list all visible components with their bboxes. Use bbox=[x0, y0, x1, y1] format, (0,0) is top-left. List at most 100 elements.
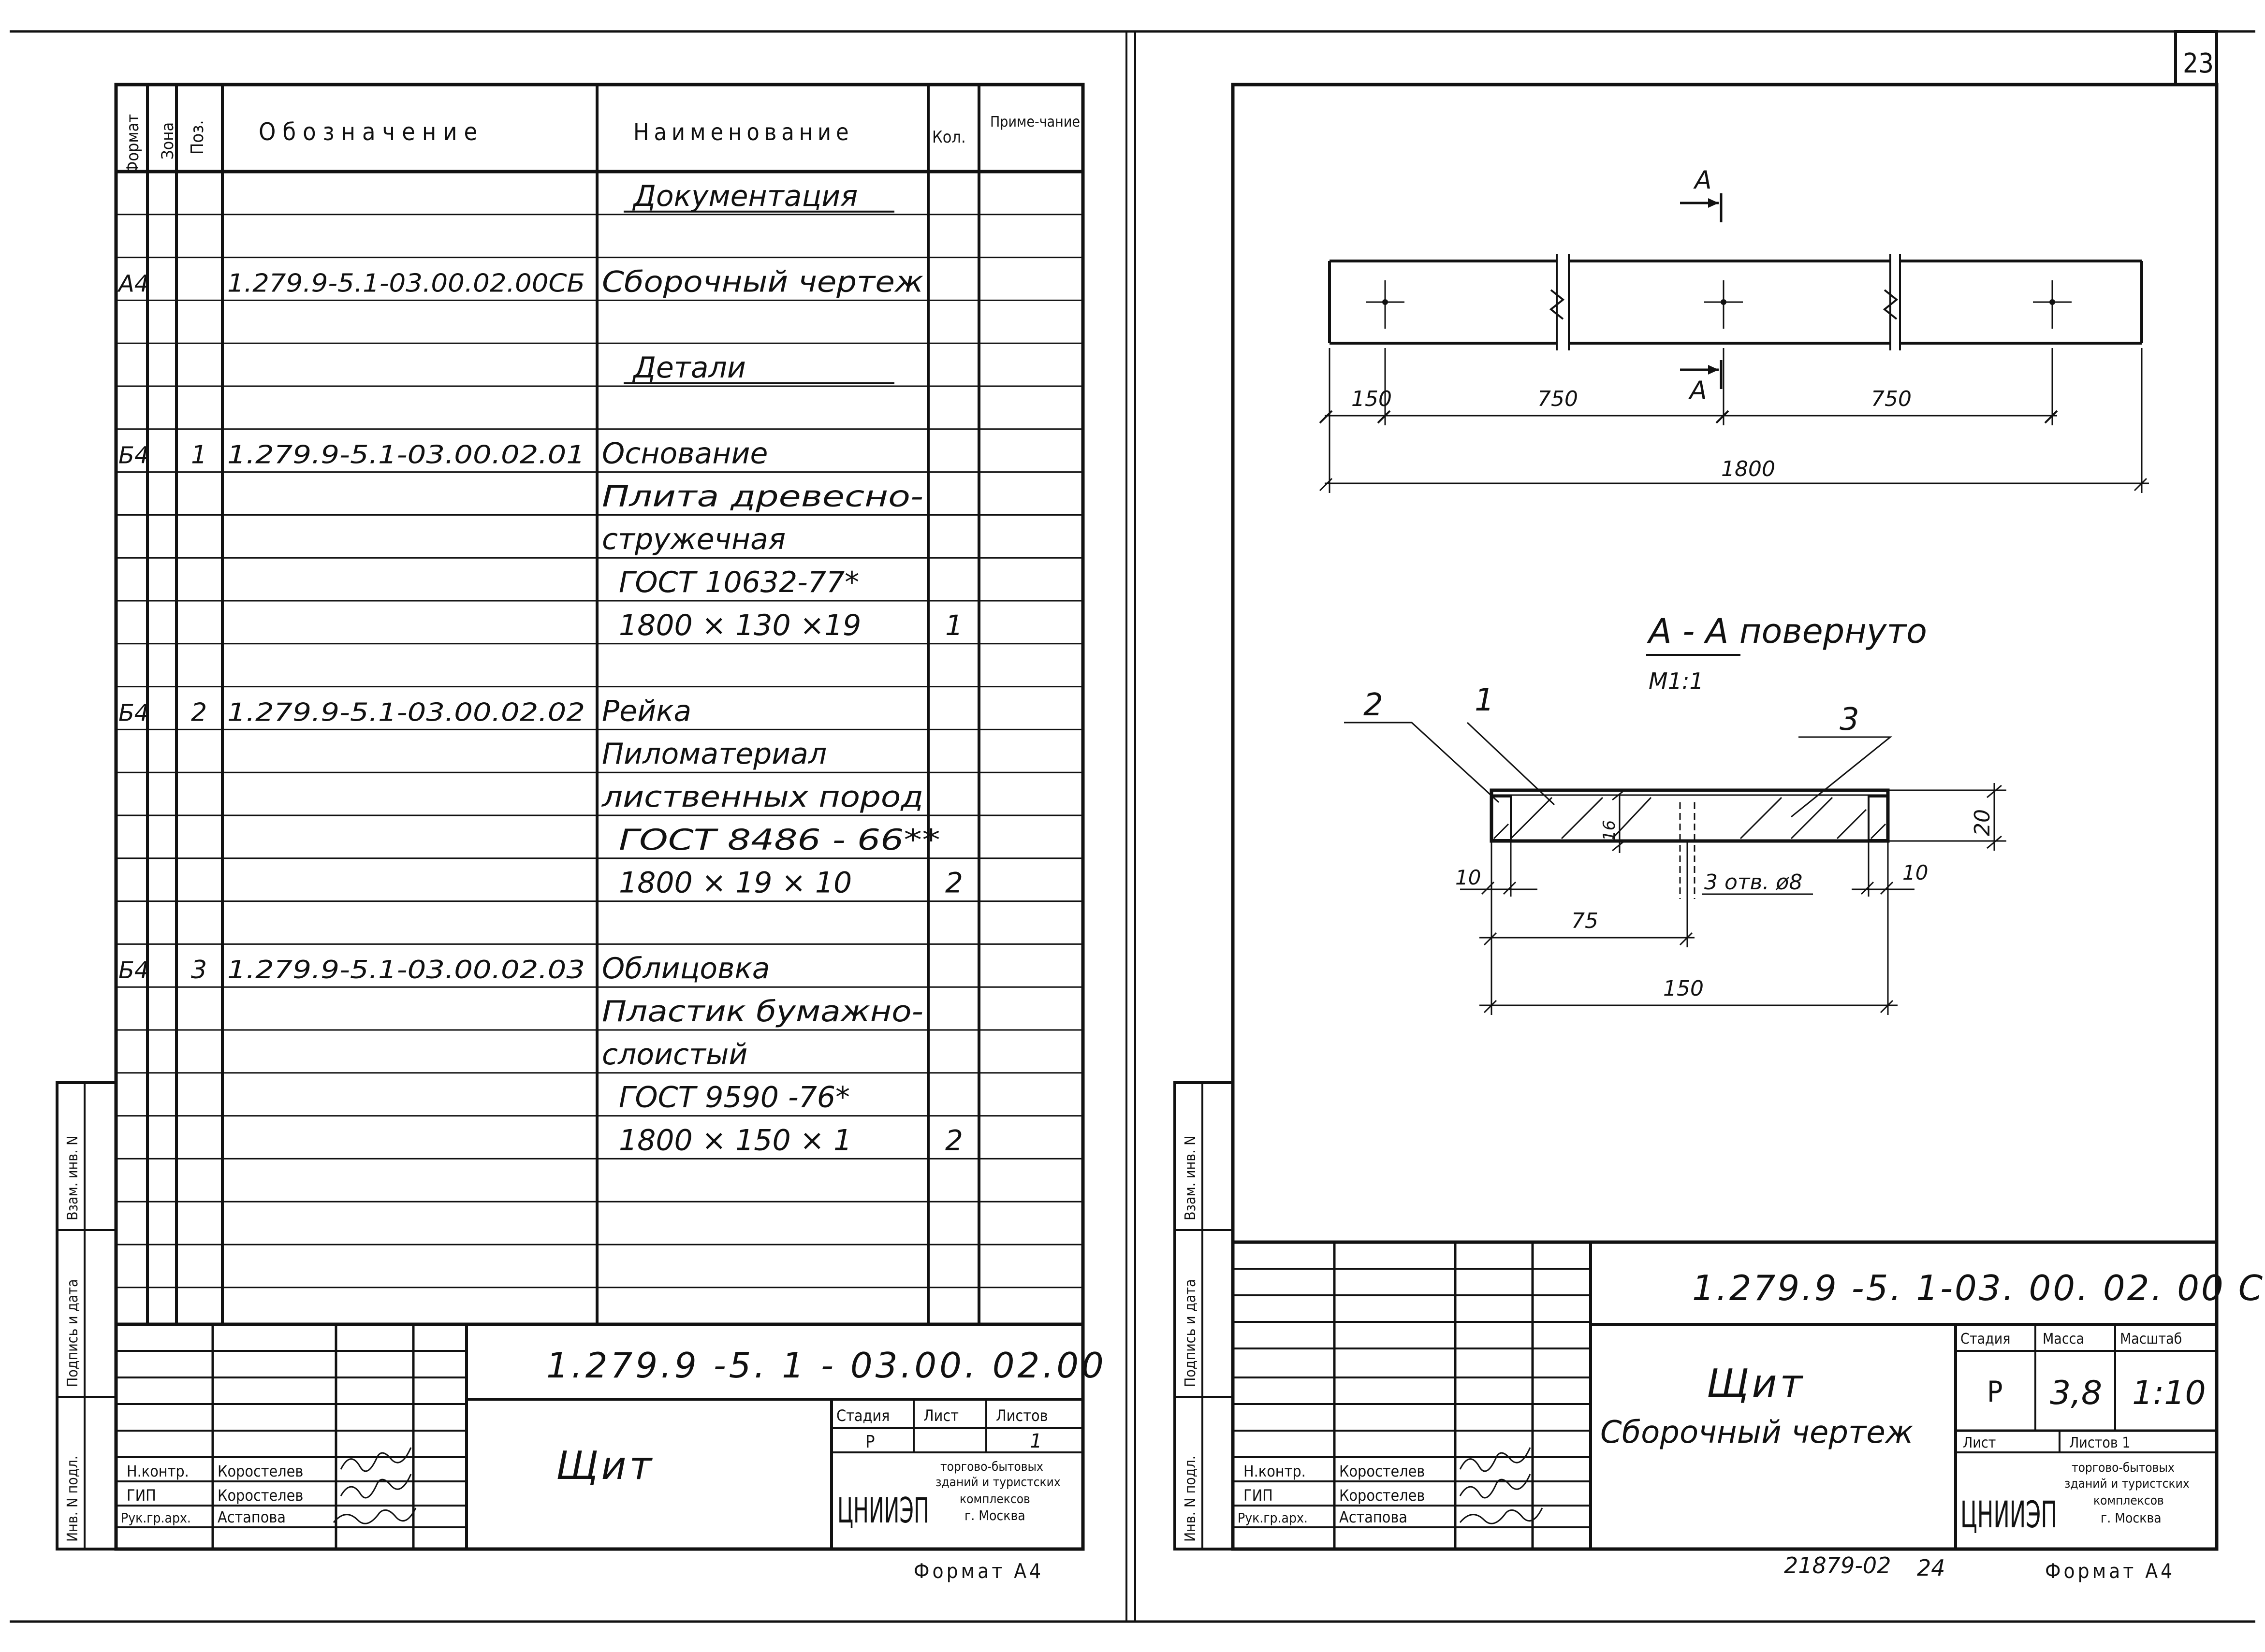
header-designation: Обозначение bbox=[259, 118, 484, 146]
right-mass-label: Масса bbox=[2043, 1331, 2084, 1348]
signature-scribble bbox=[1459, 1447, 1531, 1472]
spec-row-pos: 2 bbox=[191, 698, 207, 727]
right-scale-value: 1:10 bbox=[2132, 1374, 2206, 1412]
callout-2: 2 bbox=[1363, 687, 1383, 723]
spec-row-name: ГОСТ 9590 -76* bbox=[619, 1081, 850, 1115]
left-format-label: Формат А4 bbox=[914, 1559, 1044, 1583]
right-signer-role-1: Н.контр. bbox=[1243, 1462, 1306, 1480]
dim-top-750-b: 750 bbox=[1871, 387, 1912, 411]
left-side-label-inv: Инв. N подл. bbox=[64, 1456, 81, 1542]
dim-left-edge-10: 10 bbox=[1455, 866, 1481, 889]
spec-section-title: Детали bbox=[632, 351, 746, 385]
left-sheets-value: 1 bbox=[1030, 1430, 1042, 1452]
section-a-a: А - А повернуто М1:1 2 1 3 20 16 bbox=[1344, 611, 2006, 1015]
left-signer-name-1: Коростелев bbox=[218, 1462, 303, 1480]
right-signer-role-2: ГИП bbox=[1243, 1486, 1273, 1505]
dim-height-20: 20 bbox=[1970, 809, 1995, 836]
left-title-designation: 1.279.9 -5. 1 - 03.00. 02.00 bbox=[546, 1345, 1107, 1386]
dim-top-750-a: 750 bbox=[1537, 387, 1578, 411]
spec-row-qty: 2 bbox=[945, 1124, 963, 1157]
callout-3: 3 bbox=[1840, 702, 1859, 738]
signature-scribble bbox=[1459, 1507, 1543, 1524]
header-zone: Зона bbox=[158, 122, 177, 159]
right-org-line-2: зданий и туристских bbox=[2064, 1477, 2190, 1491]
right-org-line-3: комплексов bbox=[2093, 1493, 2164, 1508]
right-title-block: 1.279.9 -5. 1-03. 00. 02. 00 СБ Щит Сбор… bbox=[1233, 1240, 2265, 1549]
spec-row-designation: 1.279.9-5.1-03.00.02.00СБ bbox=[227, 269, 585, 298]
left-stage-label: Стадия bbox=[836, 1406, 890, 1425]
bottom-code: 21879-02 bbox=[1784, 1552, 1891, 1579]
header-name: Наименование bbox=[633, 119, 854, 146]
spec-row-name: Плита древесно- bbox=[602, 479, 923, 513]
spec-row-name: лиственных пород bbox=[601, 780, 923, 814]
left-org-line-2: зданий и туристских bbox=[935, 1475, 1061, 1490]
left-sheets-label: Листов bbox=[996, 1406, 1048, 1425]
right-signer-name-3: Астапова bbox=[1339, 1508, 1407, 1526]
right-title-name: Щит bbox=[1707, 1361, 1805, 1406]
signature-scribble bbox=[340, 1447, 412, 1472]
spec-row-pos: 1 bbox=[191, 441, 207, 470]
spec-section-title: Документация bbox=[632, 179, 858, 213]
left-sheet: Формат Зона Поз. Обозначение Наименовани… bbox=[56, 83, 1107, 1583]
specification-table-grid bbox=[116, 85, 1083, 1324]
dim-holes: 3 отв. ø8 bbox=[1704, 870, 1802, 895]
spec-row-name: 1800 × 130 ×19 bbox=[619, 609, 861, 642]
left-org-line-4: г. Москва bbox=[964, 1507, 1025, 1523]
spec-row-format: А4 bbox=[117, 270, 149, 297]
left-side-label-replace: Взам. инв. N bbox=[64, 1136, 81, 1220]
right-format-label: Формат А4 bbox=[2045, 1559, 2175, 1583]
spec-row-pos: 3 bbox=[191, 956, 207, 985]
panel-plan-view: А А 150 750 750 1800 bbox=[1319, 166, 2149, 493]
spec-row-name: Рейка bbox=[602, 694, 691, 728]
spec-row-name: слоистый bbox=[602, 1038, 747, 1072]
left-stage-value: Р bbox=[865, 1432, 875, 1452]
section-scale: М1:1 bbox=[1649, 668, 1704, 694]
right-signer-role-3: Рук.гр.арх. bbox=[1238, 1510, 1308, 1526]
left-signer-role-1: Н.контр. bbox=[127, 1462, 189, 1480]
dim-top-150: 150 bbox=[1351, 387, 1392, 411]
spec-row-name: 1800 × 150 × 1 bbox=[619, 1123, 852, 1157]
left-org-line-1: торгово-бытовых bbox=[940, 1460, 1043, 1474]
left-signer-role-3: Рук.гр.арх. bbox=[121, 1510, 191, 1526]
spec-row-name: Облицовка bbox=[602, 952, 770, 985]
right-signer-name-1: Коростелев bbox=[1339, 1462, 1425, 1480]
right-stage-value: Р bbox=[1987, 1375, 2003, 1409]
section-marker-bottom: А bbox=[1688, 376, 1707, 405]
spec-row-qty: 2 bbox=[945, 867, 963, 899]
right-org-line-4: г. Москва bbox=[2101, 1510, 2162, 1526]
right-title-subtitle: Сборочный чертеж bbox=[1600, 1415, 1914, 1450]
left-side-label-sign: Подпись и дата bbox=[64, 1279, 81, 1387]
right-side-label-inv: Инв. N подл. bbox=[1182, 1456, 1199, 1542]
header-pos: Поз. bbox=[188, 120, 207, 155]
header-qty: Кол. bbox=[932, 128, 966, 147]
left-sheet-label: Лист bbox=[923, 1406, 959, 1425]
bottom-number: 24 bbox=[1917, 1555, 1945, 1581]
spec-row-qty: 1 bbox=[945, 609, 963, 642]
left-org-line-3: комплексов bbox=[960, 1492, 1030, 1507]
right-sheet-label: Лист bbox=[1963, 1435, 1996, 1451]
right-side-label-replace: Взам. инв. N bbox=[1182, 1136, 1199, 1220]
section-marker-top: А bbox=[1693, 166, 1712, 195]
spec-row-designation: 1.279.9-5.1-03.00.02.03 bbox=[227, 956, 585, 985]
spec-row-name: 1800 × 19 × 10 bbox=[619, 866, 852, 900]
spec-row-name: ГОСТ 10632-77* bbox=[619, 565, 859, 599]
dim-right-edge-10: 10 bbox=[1902, 861, 1928, 884]
left-title-name: Щит bbox=[556, 1443, 655, 1488]
spec-header: Формат Зона Поз. Обозначение Наименовани… bbox=[123, 114, 1080, 174]
spec-row-name: Пластик бумажно- bbox=[602, 995, 923, 1029]
right-stage-label: Стадия bbox=[1960, 1331, 2011, 1348]
dim-overall-1800: 1800 bbox=[1721, 457, 1775, 481]
right-side-label-sign: Подпись и дата bbox=[1182, 1279, 1199, 1387]
left-signer-name-3: Астапова bbox=[218, 1508, 286, 1526]
spec-row-name: Сборочный чертеж bbox=[602, 265, 923, 299]
dim-inner-16: 16 bbox=[1600, 820, 1619, 841]
spec-row-name: стружечная bbox=[602, 522, 786, 556]
right-mass-value: 3,8 bbox=[2050, 1374, 2102, 1412]
spec-row-name: Пиломатериал bbox=[602, 737, 827, 771]
right-scale-label: Масштаб bbox=[2120, 1331, 2182, 1348]
spec-row-format: Б4 bbox=[118, 442, 149, 469]
right-sheet: 2 3 Взам. инв. N Подпись и дата Инв. N по… bbox=[1173, 30, 2265, 1583]
right-org-logo: ЦНИИЭП bbox=[1960, 1493, 2057, 1536]
